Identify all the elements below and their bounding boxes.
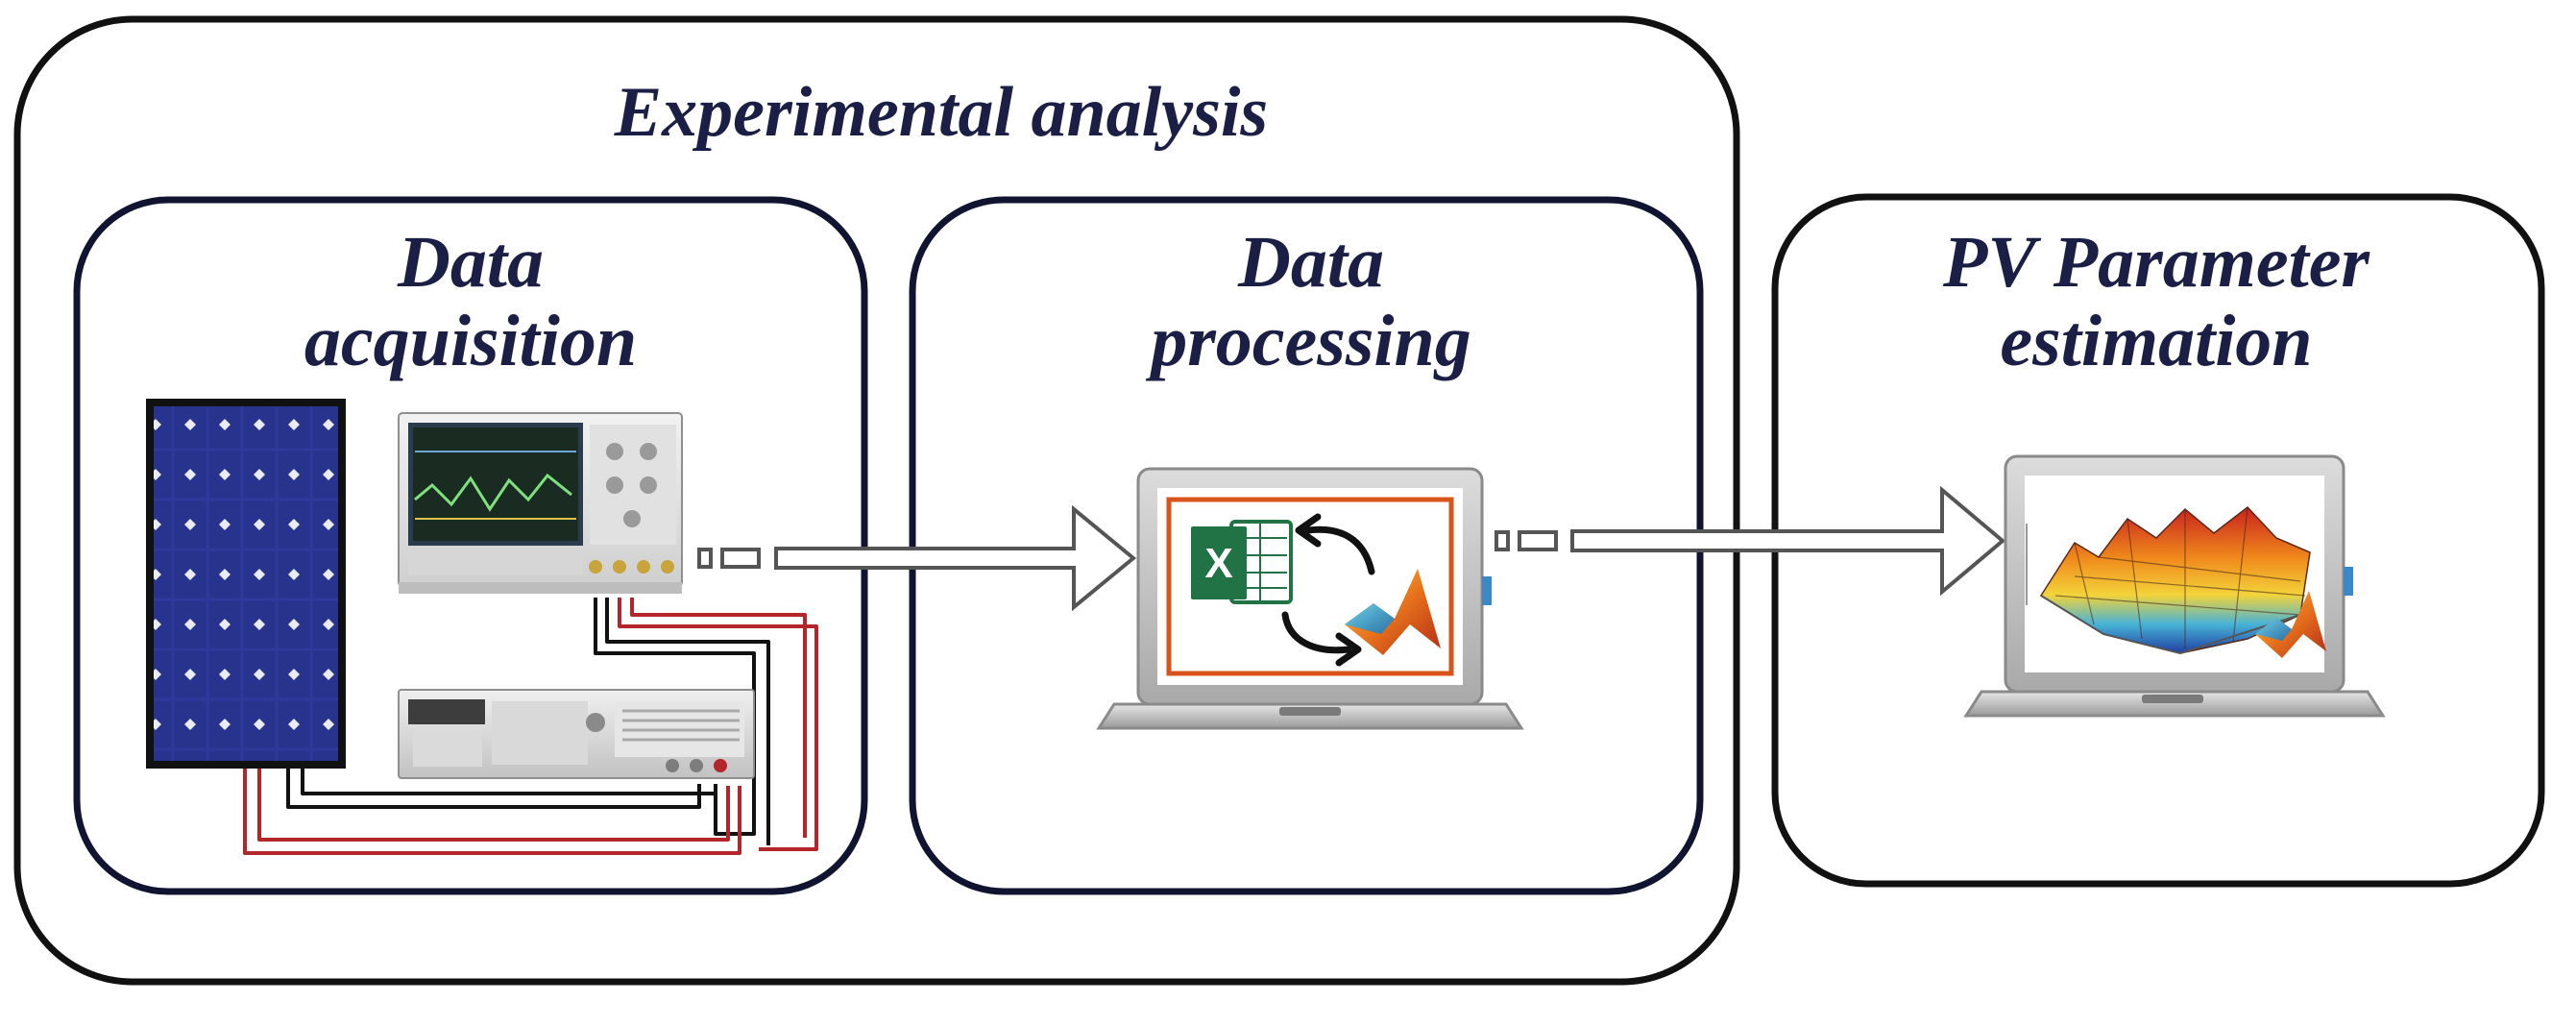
pv-estimation-title-line1: PV Parameter (1942, 222, 2369, 303)
arrow-to-processing (697, 504, 1137, 612)
solar-panel-icon (146, 399, 346, 769)
data-processing-title-line2: processing (1151, 301, 1471, 382)
processing-laptop-icon (1096, 467, 1524, 730)
experimental-analysis-title-text: Experimental analysis (614, 73, 1269, 152)
exchange-arrows-icon (1281, 513, 1375, 667)
spreadsheet-icon: X (1191, 520, 1293, 604)
electronic-load-icon (398, 689, 755, 779)
data-processing-title: Data processing (922, 223, 1700, 380)
oscilloscope-icon (398, 412, 683, 594)
pv-estimation-title: PV Parameter estimation (1777, 223, 2536, 380)
arrow-to-estimation (1495, 485, 2006, 597)
spreadsheet-letter: X (1204, 540, 1232, 587)
experimental-analysis-title: Experimental analysis (231, 73, 1652, 152)
matlab-logo-small-icon (2255, 591, 2326, 658)
data-processing-title-line1: Data (1238, 222, 1384, 303)
data-acquisition-title-line1: Data (398, 222, 544, 303)
pv-estimation-title-line2: estimation (2000, 301, 2313, 382)
data-acquisition-title-line2: acquisition (304, 301, 638, 382)
matlab-logo-icon (1345, 569, 1441, 655)
data-acquisition-title: Data acquisition (77, 223, 864, 380)
